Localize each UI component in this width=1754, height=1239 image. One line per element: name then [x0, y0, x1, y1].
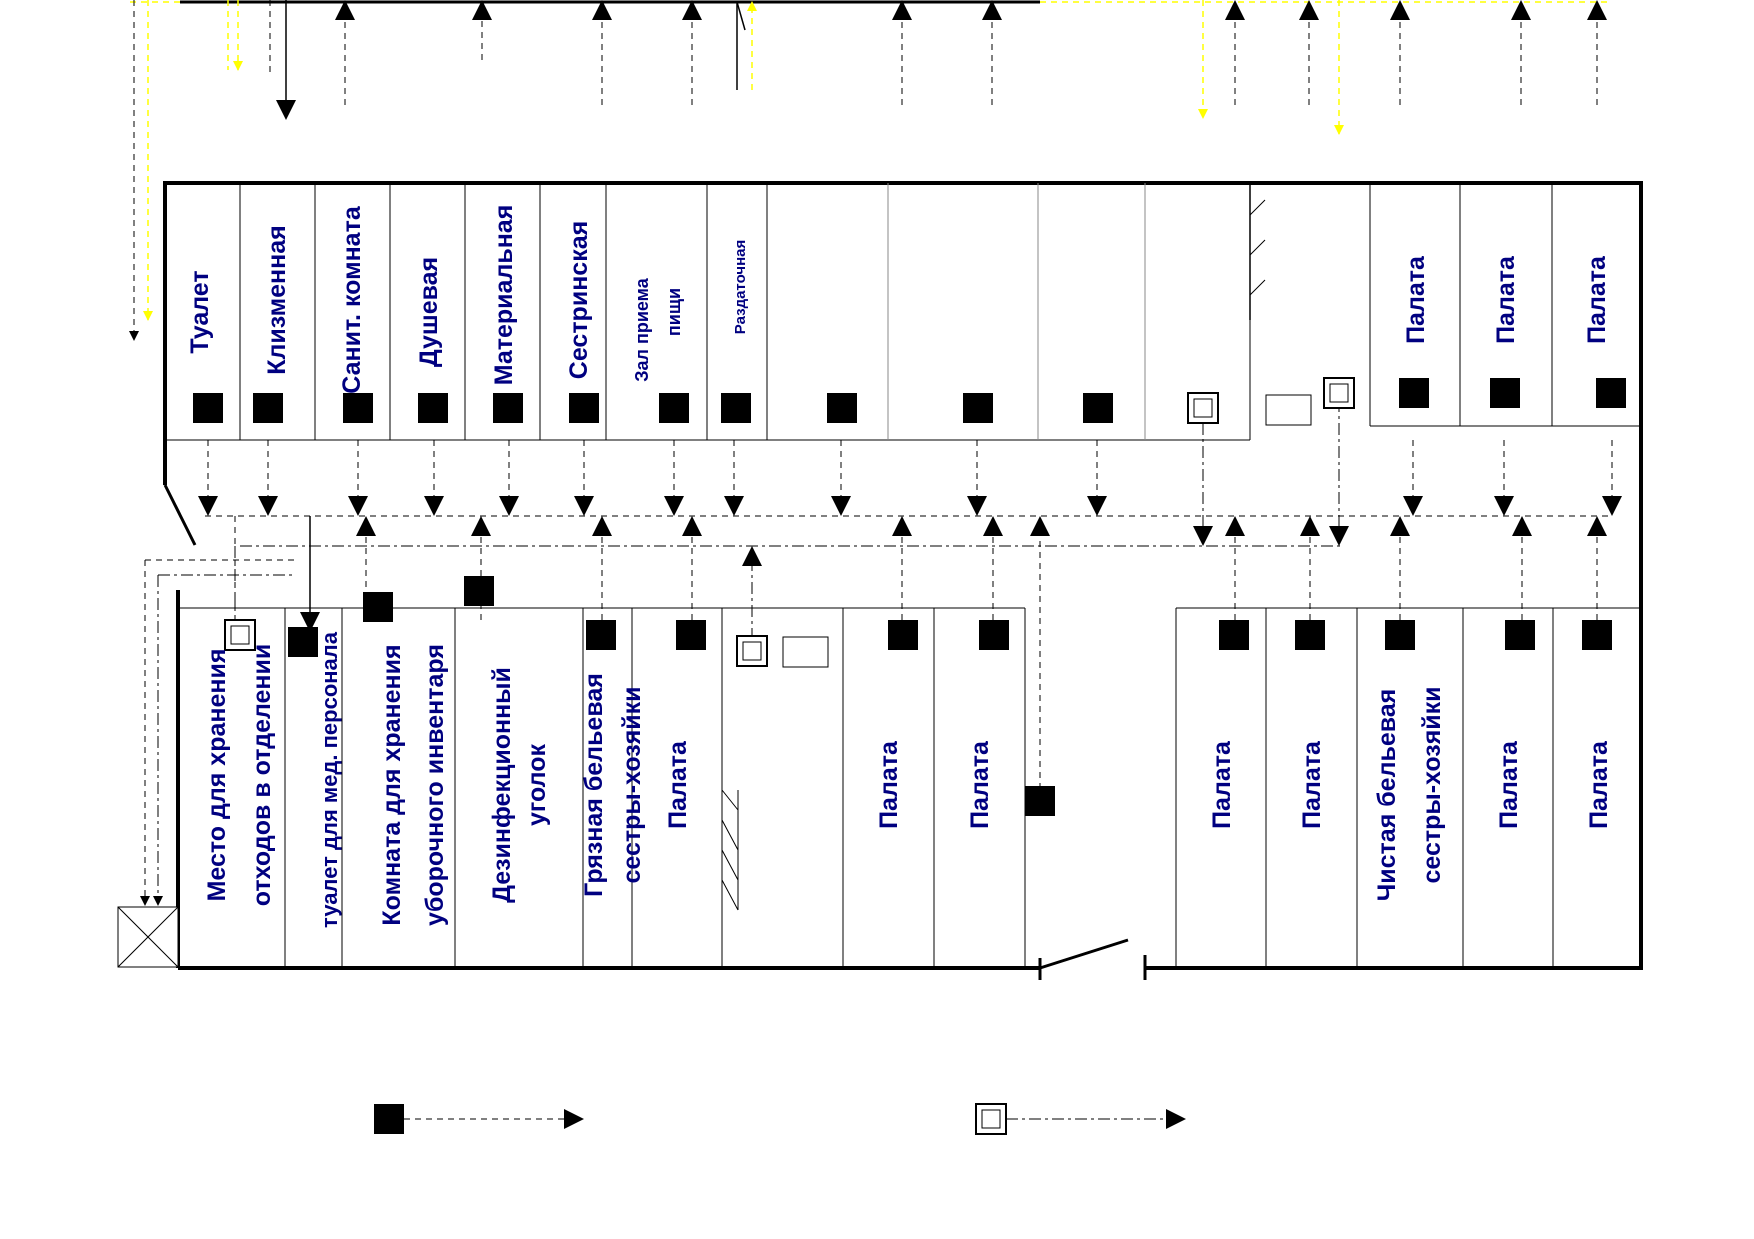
label-inventory-line2: уборочного инвентаря — [421, 644, 449, 926]
waste-marker-14 — [1596, 378, 1626, 408]
flow-arrows-down — [198, 400, 1622, 546]
label-staff-toilet: туалет для мед. персонала — [317, 631, 342, 928]
waste-marker-17 — [464, 576, 494, 606]
label-disinfection-line2: уголок — [523, 744, 551, 826]
label-dining-line1: Зал приема — [632, 277, 652, 382]
linen-marker-2 — [1323, 377, 1355, 409]
waste-marker-27 — [1025, 786, 1055, 816]
label-ward-bottom-2: Палата — [875, 740, 903, 829]
waste-marker-15 — [288, 627, 318, 657]
waste-marker-2 — [253, 393, 283, 423]
waste-marker-7 — [659, 393, 689, 423]
waste-marker-18 — [586, 620, 616, 650]
label-toilet: Туалет — [186, 270, 214, 353]
label-clean-linen-line2: сестры-хозяйки — [1418, 686, 1446, 883]
legend-hollow-marker — [975, 1103, 1007, 1135]
linen-marker-3 — [224, 619, 256, 651]
waste-marker-16 — [363, 592, 393, 622]
waste-marker-23 — [1295, 620, 1325, 650]
label-ward-bottom-4: Палата — [1208, 740, 1236, 829]
label-sanitary: Санит. комната — [338, 205, 366, 394]
label-inventory-line1: Комната для хранения — [378, 644, 406, 925]
linen-marker-1 — [1187, 392, 1219, 424]
legend — [374, 1103, 1186, 1135]
linen-collection-points — [224, 377, 1355, 667]
waste-marker-13 — [1490, 378, 1520, 408]
bottom-room-labels: Место для хранения отходов в отделении т… — [203, 631, 1613, 928]
top-room-labels: Туалет Клизменная Санит. комната Душевая… — [186, 205, 1611, 394]
waste-marker-25 — [1505, 620, 1535, 650]
outer-walls — [163, 181, 1643, 980]
label-dining-line2: пищи — [664, 288, 684, 336]
waste-collection-points — [193, 378, 1626, 816]
waste-marker-6 — [569, 393, 599, 423]
waste-marker-20 — [888, 620, 918, 650]
label-disinfection-line1: Дезинфекционный — [488, 667, 516, 903]
label-ward-top-1: Палата — [1402, 255, 1430, 344]
label-nurses: Сестринская — [565, 221, 593, 379]
waste-marker-26 — [1582, 620, 1612, 650]
label-ward-bottom-6: Палата — [1495, 740, 1523, 829]
waste-marker-4 — [418, 393, 448, 423]
waste-marker-3 — [343, 393, 373, 423]
waste-marker-11 — [1083, 393, 1113, 423]
label-waste-line1: Место для хранения — [203, 649, 231, 902]
label-ward-top-2: Палата — [1492, 255, 1520, 344]
label-dirty-linen-line1: Грязная бельевая — [580, 673, 608, 897]
waste-marker-5 — [493, 393, 523, 423]
waste-marker-24 — [1385, 620, 1415, 650]
waste-marker-1 — [193, 393, 223, 423]
top-rooms — [165, 183, 1643, 441]
external-flow-arrows — [129, 0, 1610, 341]
label-shower: Душевая — [415, 257, 443, 367]
waste-marker-9 — [827, 393, 857, 423]
label-ward-bottom-5: Палата — [1298, 740, 1326, 829]
waste-marker-22 — [1219, 620, 1249, 650]
linen-marker-4 — [736, 635, 768, 667]
corridor-flows — [140, 515, 1610, 906]
legend-solid-marker — [374, 1104, 404, 1134]
label-waste-line2: отходов в отделении — [248, 644, 276, 907]
waste-marker-21 — [979, 620, 1009, 650]
label-dirty-linen-line2: сестры-хозяйки — [618, 686, 646, 883]
label-ward-top-3: Палата — [1583, 255, 1611, 344]
waste-marker-19 — [676, 620, 706, 650]
label-ward-bottom-7: Палата — [1585, 740, 1613, 829]
waste-marker-8 — [721, 393, 751, 423]
label-serving: Раздаточная — [732, 240, 749, 334]
label-clean-linen-line1: Чистая бельевая — [1373, 689, 1401, 902]
label-supply: Материальная — [490, 205, 518, 386]
waste-marker-10 — [963, 393, 993, 423]
label-enema: Клизменная — [263, 225, 291, 374]
waste-marker-12 — [1399, 378, 1429, 408]
label-ward-bottom-1: Палата — [664, 740, 692, 829]
label-ward-bottom-3: Палата — [966, 740, 994, 829]
